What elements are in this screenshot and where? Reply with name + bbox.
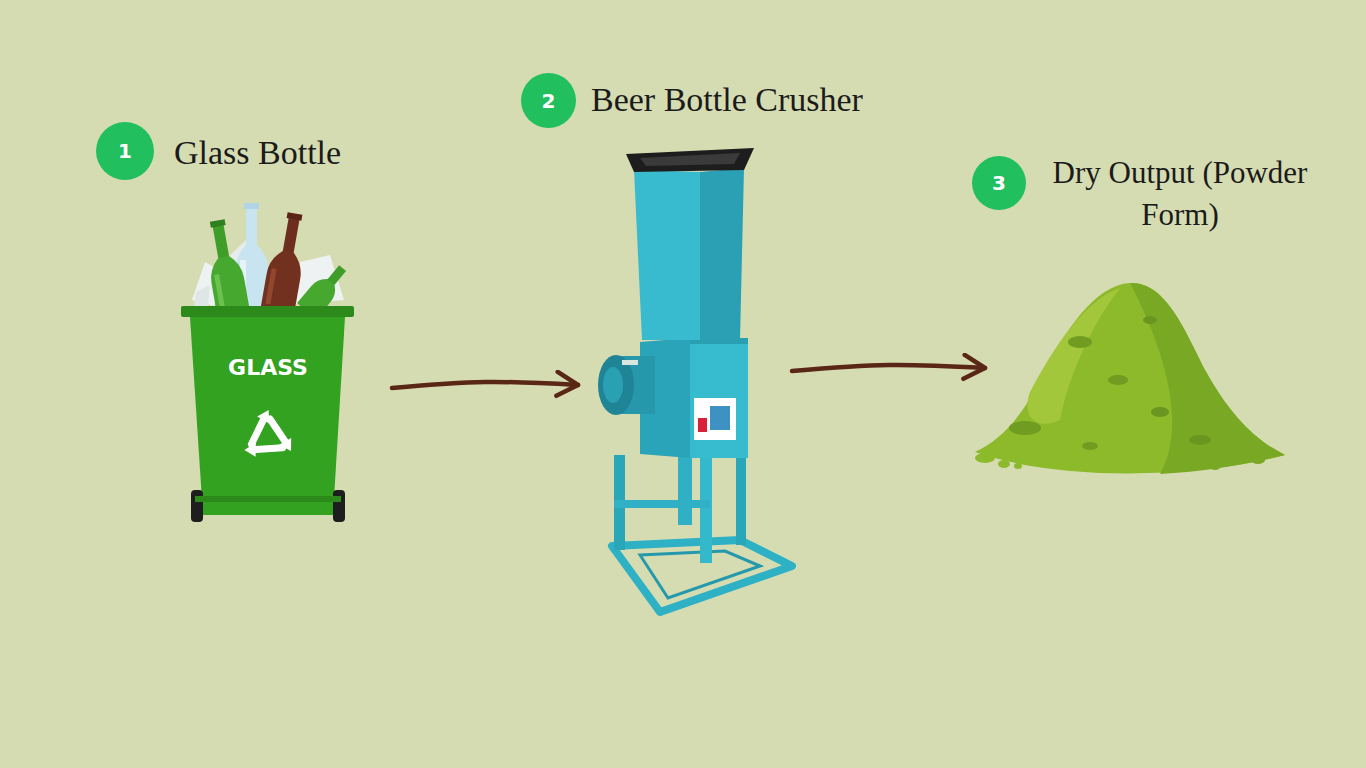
step-title: Glass Bottle <box>174 132 341 173</box>
step-number: 1 <box>96 122 154 180</box>
step-group: 1Glass BottleGLASS <box>180 200 392 522</box>
crusher-machine-illustration <box>598 148 792 612</box>
step-group: 3Dry Output (Powder Form) <box>985 270 1285 485</box>
step-number: 3 <box>972 156 1026 210</box>
flow-arrow <box>792 365 985 371</box>
step-group: 2Beer Bottle Crusher <box>578 140 792 615</box>
bin-label: GLASS <box>228 355 308 381</box>
step-title: Beer Bottle Crusher <box>591 79 863 120</box>
flow-arrow <box>392 382 578 388</box>
glass-bin-illustration <box>181 203 354 522</box>
step-number: 2 <box>521 73 576 128</box>
powder-pile-illustration <box>975 283 1285 474</box>
recycle-symbol <box>241 410 291 466</box>
step-title: Dry Output (Powder Form) <box>1025 152 1335 236</box>
